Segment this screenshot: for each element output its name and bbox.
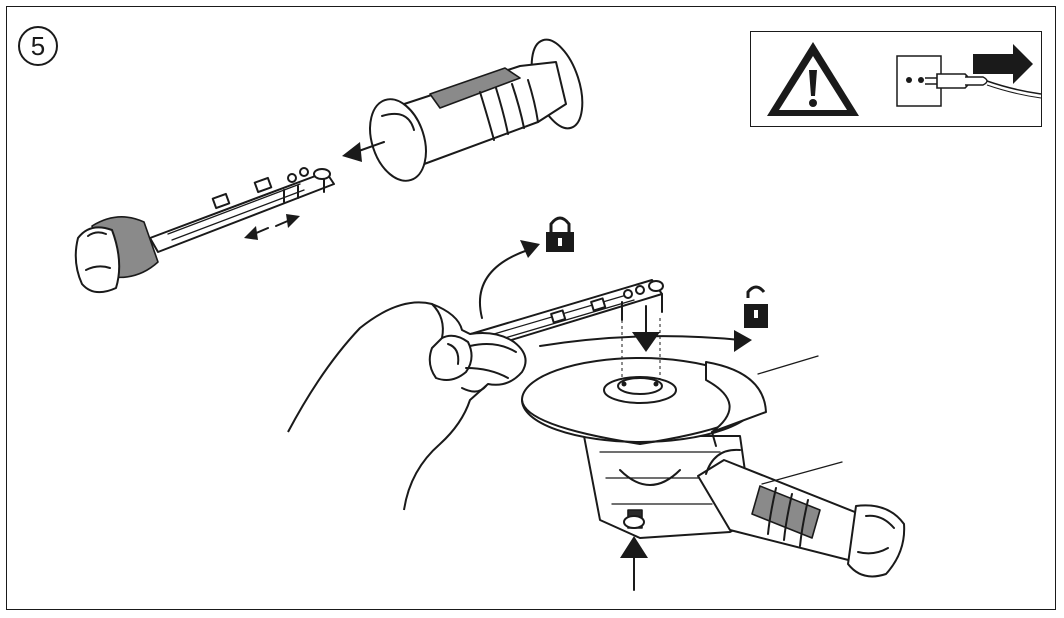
safety-warning-panel (750, 31, 1042, 127)
slide-adjust-arrows (244, 214, 300, 240)
step-number-badge: 5 (18, 26, 58, 66)
press-down-arrow (632, 305, 660, 352)
wheel-guard (705, 361, 767, 447)
unplug-power-icon (896, 44, 1042, 107)
warning-triangle-icon (767, 42, 859, 116)
hand-holding-spanner (287, 301, 527, 511)
handle-leader-line (761, 461, 843, 485)
side-handle-detached (369, 38, 584, 182)
spindle-lock-arrow (620, 536, 648, 591)
padlock-closed-icon (546, 216, 574, 252)
guard-leader-line (757, 355, 819, 375)
step-number: 5 (30, 30, 46, 61)
angle-grinder-body (583, 435, 753, 539)
spanner-wrench-detached (74, 167, 335, 294)
removal-arrow (342, 141, 385, 162)
alignment-guide-lines (621, 318, 661, 380)
spanner-wrench-in-use (463, 279, 664, 353)
side-handle-mounted (697, 448, 906, 578)
padlock-open-icon (744, 285, 768, 328)
warning-panel-graphics (767, 42, 1042, 116)
tighten-rotation-arrow (478, 240, 540, 319)
